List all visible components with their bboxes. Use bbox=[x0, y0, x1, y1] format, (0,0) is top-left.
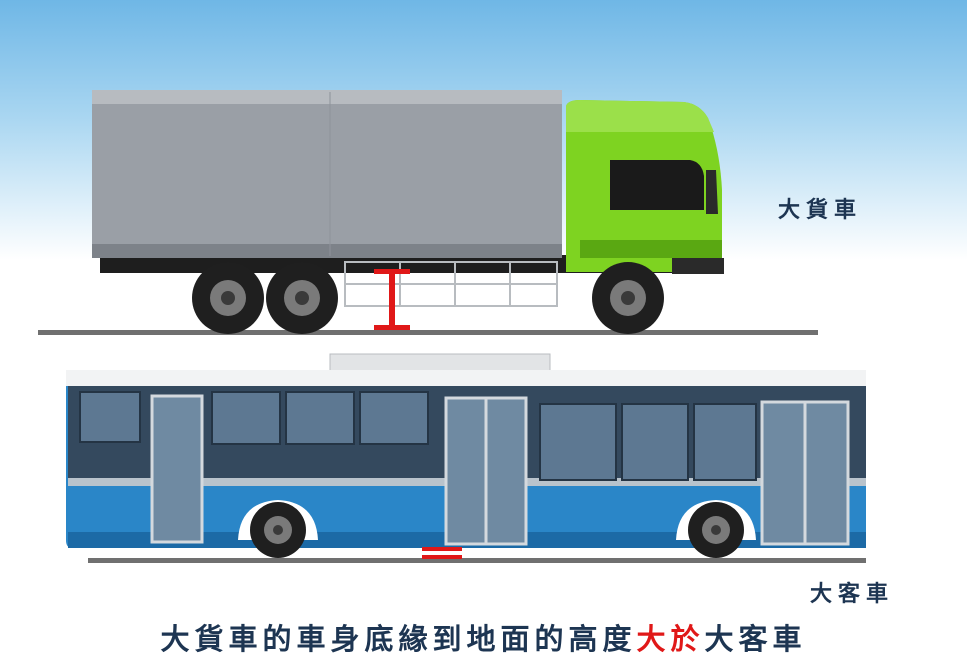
truck-wheel bbox=[592, 262, 664, 334]
bus-roof-unit bbox=[329, 353, 551, 373]
truck bbox=[38, 90, 818, 335]
truck-wheel bbox=[266, 262, 338, 334]
truck-cargo-box bbox=[92, 90, 562, 258]
truck-ground-clearance-marker bbox=[374, 269, 410, 330]
truck-cab bbox=[566, 100, 724, 274]
caption: 大貨車的車身底緣到地面的高度大於大客車 bbox=[0, 616, 967, 658]
bus-door bbox=[150, 394, 850, 546]
caption-text: 大貨車的車身底緣到地面的高度 bbox=[160, 622, 637, 656]
bus-ground-clearance-marker bbox=[422, 547, 462, 559]
caption-text: 大客車 bbox=[704, 622, 807, 656]
truck-ground-line bbox=[38, 330, 818, 335]
bus-ground-line bbox=[88, 558, 866, 563]
truck-wheel bbox=[192, 262, 264, 334]
bus bbox=[66, 353, 866, 563]
truck-cab-window bbox=[610, 160, 704, 210]
truck-label: 大貨車 bbox=[778, 198, 863, 223]
bus-wheel bbox=[676, 500, 756, 558]
bus-wheel bbox=[238, 500, 318, 558]
bus-windows bbox=[79, 391, 757, 481]
bus-label: 大客車 bbox=[810, 582, 895, 607]
caption-highlight: 大於 bbox=[636, 622, 705, 656]
truck-side-guard bbox=[344, 261, 558, 307]
